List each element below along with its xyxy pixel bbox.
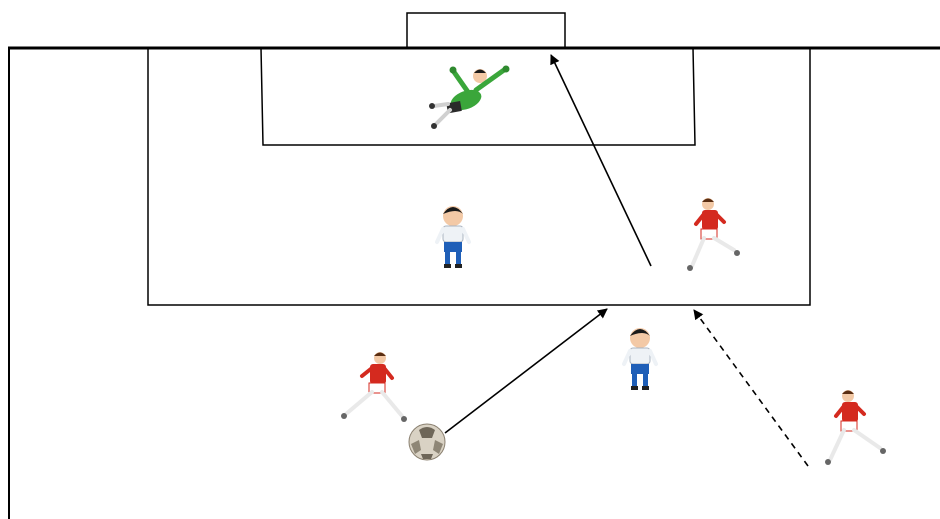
attacker-arm-front: [382, 366, 394, 380]
defender-hair: [443, 207, 463, 214]
goalkeeper-leg-lower: [434, 108, 452, 126]
attacker-boot-front: [734, 250, 740, 256]
defender-shirt: [629, 347, 651, 365]
running-attacker-icon: [341, 352, 407, 422]
ball-panel-left: [411, 440, 421, 454]
attacker-leg-back: [690, 236, 706, 268]
defender-arm-left: [435, 227, 445, 244]
goalkeeper-boot-upper: [429, 103, 435, 109]
ball-panel-top: [419, 427, 435, 438]
defender-boot-left: [631, 386, 638, 390]
defender-leg-right: [643, 374, 648, 386]
defender-shorts: [444, 242, 462, 252]
pass-arrow: [444, 308, 608, 434]
goalkeeper-glove-right: [502, 65, 510, 73]
defender-arm-right: [648, 349, 658, 366]
running-attacker-icon: [825, 390, 886, 465]
ball-panel-right: [433, 440, 443, 454]
attacker-leg-back: [828, 428, 846, 462]
defender-leg-right: [456, 252, 461, 264]
goal-area: [260, 47, 696, 146]
attacker-shorts: [840, 420, 858, 432]
attacker-boot-back: [341, 413, 347, 419]
defender-boot-left: [444, 264, 451, 268]
attacker-shirt: [702, 210, 718, 230]
goalkeeper-arm-left: [451, 69, 471, 95]
goalkeeper-icon: [429, 65, 510, 129]
defender-hair: [630, 329, 650, 336]
attacker-arm-back: [834, 404, 846, 418]
ball-panel-bottom: [421, 454, 433, 459]
goalkeeper-arm-right: [473, 67, 507, 93]
attacker-arm-back: [360, 366, 374, 378]
attacker-leg-front: [712, 236, 736, 252]
attacker-boot-back: [825, 459, 831, 465]
goalkeeper-glove-left: [449, 66, 457, 74]
defender-icon: [622, 328, 658, 390]
attacker-shirt: [842, 402, 858, 422]
goalkeeper-hair: [474, 69, 486, 73]
attacker-leg-front: [380, 390, 404, 418]
defender-arm-right: [461, 227, 471, 244]
defender-leg-left: [632, 374, 637, 386]
defender-boot-right: [455, 264, 462, 268]
shot-arrow: [550, 54, 652, 267]
attacker-arm-front: [854, 404, 866, 416]
attacker-leg-back: [344, 390, 374, 416]
defender-leg-left: [445, 252, 450, 264]
attacker-boot-front: [880, 448, 886, 454]
goalkeeper-leg-upper: [432, 102, 450, 108]
attacker-leg-front: [852, 428, 882, 450]
goal: [406, 12, 566, 49]
defender-icon: [435, 206, 471, 268]
run-arrow: [693, 309, 809, 467]
movement-arrows: [444, 54, 809, 467]
attacker-boot-back: [687, 265, 693, 271]
pitch-markings: [8, 12, 940, 519]
defender-boot-right: [642, 386, 649, 390]
attacker-hair: [374, 352, 386, 356]
goalkeeper-boot-lower: [431, 123, 437, 129]
attacker-shorts: [700, 228, 718, 240]
attacker-arm-front: [714, 212, 726, 224]
penalty-area: [147, 48, 811, 306]
attacker-boot-front: [401, 416, 407, 422]
football-icon: [408, 423, 446, 461]
running-attacker-icon: [687, 198, 740, 271]
attacker-hair: [842, 390, 854, 394]
defender-arm-left: [622, 349, 632, 366]
attacker-shirt: [370, 364, 386, 384]
defender-shorts: [631, 364, 649, 374]
attacker-hair: [702, 198, 714, 202]
defender-shirt: [442, 225, 464, 243]
attacker-arm-back: [694, 212, 706, 226]
attacker-shorts: [368, 382, 386, 394]
